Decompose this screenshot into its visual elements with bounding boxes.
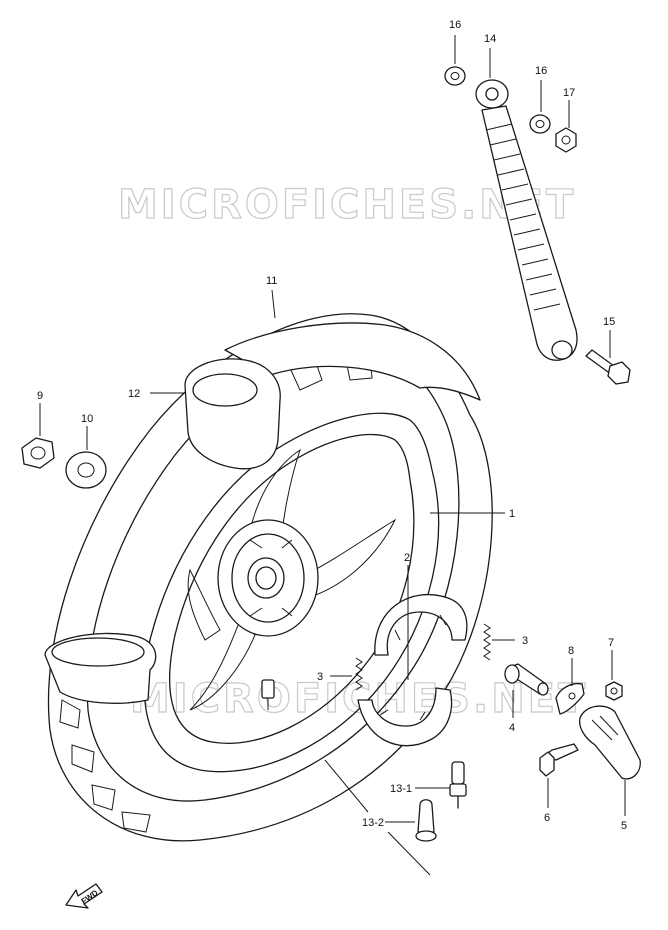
callout-8: 8 bbox=[568, 645, 574, 657]
callout-13-2: 13-2 bbox=[362, 817, 384, 829]
callout-4: 4 bbox=[509, 722, 515, 734]
callout-13-1: 13-1 bbox=[390, 783, 412, 795]
callout-12: 12 bbox=[128, 388, 140, 400]
callout-16-upper: 16 bbox=[449, 19, 461, 31]
callout-5: 5 bbox=[621, 820, 627, 832]
bolt-icon bbox=[539, 743, 579, 777]
callout-14: 14 bbox=[484, 33, 496, 45]
camshaft-icon bbox=[504, 663, 549, 696]
nut-icon bbox=[21, 437, 55, 469]
callout-10: 10 bbox=[81, 413, 93, 425]
spring-icon bbox=[355, 623, 491, 691]
shock-absorber-icon bbox=[475, 79, 578, 361]
valve-icon bbox=[415, 799, 437, 842]
leader-lines bbox=[39, 35, 626, 876]
watermark-bottom: MICROFICHES.NET bbox=[130, 676, 588, 722]
watermark-top: MICROFICHES.NET bbox=[118, 182, 576, 228]
forward-direction-arrow: FWD bbox=[65, 883, 103, 909]
callout-3-right: 3 bbox=[522, 635, 528, 647]
callout-7: 7 bbox=[608, 637, 614, 649]
valve-icon bbox=[449, 761, 467, 809]
callout-17: 17 bbox=[563, 87, 575, 99]
washer-icon bbox=[529, 114, 551, 134]
callout-15: 15 bbox=[603, 316, 615, 328]
brake-arm-icon bbox=[579, 705, 641, 780]
callout-2: 2 bbox=[404, 552, 410, 564]
rim-valve-icon bbox=[261, 679, 275, 710]
callout-6: 6 bbox=[544, 812, 550, 824]
nut-icon bbox=[605, 681, 623, 701]
brake-shoe-icon bbox=[357, 593, 468, 747]
callout-labels: 16 14 16 17 15 11 12 9 10 1 2 3 3 8 7 4 … bbox=[37, 19, 627, 832]
callout-3-left: 3 bbox=[317, 671, 323, 683]
callout-1: 1 bbox=[509, 508, 515, 520]
tire-section-lower-icon bbox=[44, 632, 157, 704]
tire-icon bbox=[224, 322, 481, 401]
tube-section-icon bbox=[184, 358, 281, 470]
washer-icon bbox=[444, 66, 466, 86]
bolt-icon bbox=[585, 349, 631, 385]
callout-16-lower: 16 bbox=[535, 65, 547, 77]
nut-icon bbox=[555, 127, 577, 153]
indicator-plate-icon bbox=[555, 682, 585, 715]
callout-11: 11 bbox=[266, 275, 277, 287]
callout-9: 9 bbox=[37, 390, 43, 402]
washer-icon bbox=[65, 451, 107, 489]
